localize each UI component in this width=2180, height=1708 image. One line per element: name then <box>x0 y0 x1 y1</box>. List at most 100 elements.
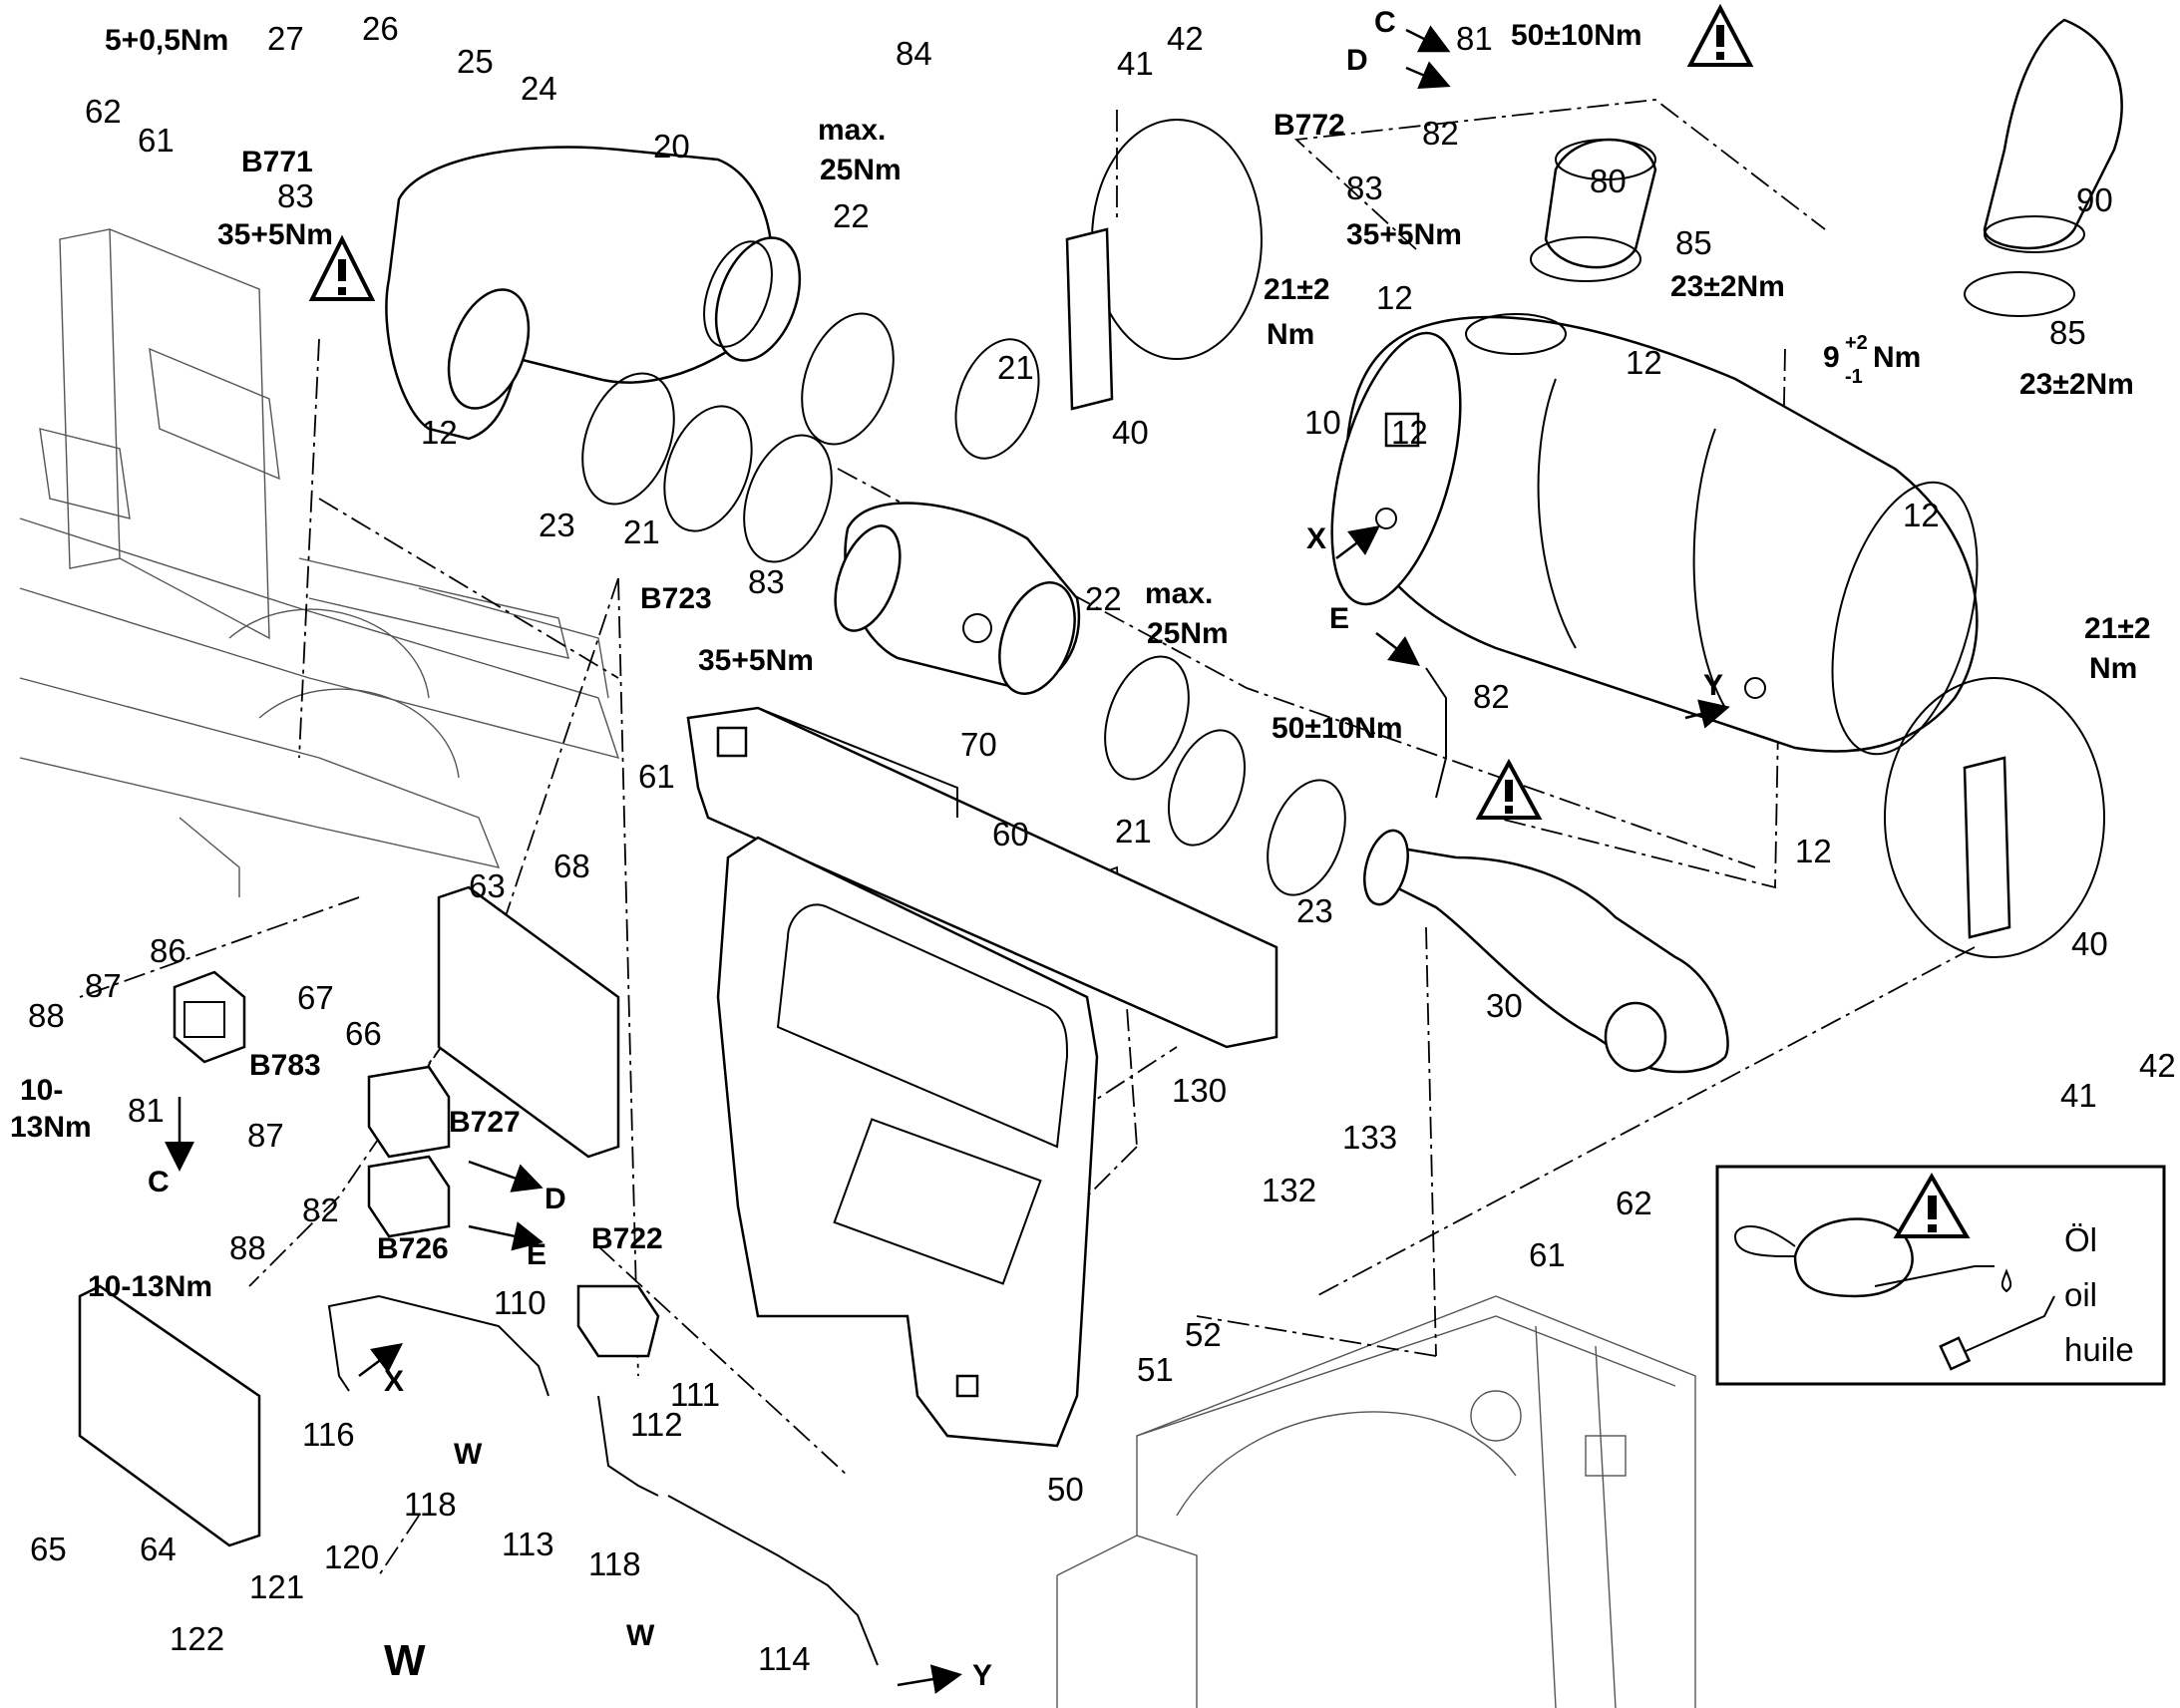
direction-arrows <box>165 25 1730 1694</box>
callout-label: 110 <box>494 1284 546 1321</box>
callout-label: 21 <box>623 513 660 550</box>
callout-label: 12 <box>1391 414 1428 451</box>
callout-label: 12 <box>1903 497 1940 533</box>
warning-triangle-icon <box>1475 758 1543 820</box>
callout-label: 130 <box>1172 1072 1227 1109</box>
callout-label: B771 <box>241 146 313 178</box>
callout-label: 20 <box>653 128 690 165</box>
callout-label: 10- <box>20 1074 63 1107</box>
callout-label: B783 <box>249 1049 321 1082</box>
callout-label: 42 <box>2139 1047 2176 1084</box>
callout-label: 12 <box>1376 279 1413 316</box>
callout-label: 133 <box>1342 1119 1397 1156</box>
callout-label: 82 <box>1422 115 1459 152</box>
inlet-pipe-20[interactable] <box>385 146 815 441</box>
callout-label: 12 <box>1626 344 1662 381</box>
callout-label: 112 <box>630 1406 683 1443</box>
callout-label: 22 <box>833 197 870 234</box>
callout-label: B723 <box>640 582 712 615</box>
callout-label: 118 <box>588 1545 641 1582</box>
callout-label: W <box>626 1619 655 1652</box>
callout-label: 81 <box>1456 20 1493 57</box>
callout-label: D <box>1346 44 1368 77</box>
plate-64[interactable] <box>78 1284 261 1547</box>
callout-label: 35+5Nm <box>1346 218 1462 251</box>
callout-label: huile <box>2064 1331 2134 1368</box>
tail-pipe-90[interactable] <box>1983 18 2123 253</box>
callout-label: Y <box>972 1659 992 1692</box>
sensor-tube-80[interactable] <box>1544 138 1657 269</box>
callout-label: 113 <box>502 1526 554 1562</box>
callout-label: 41 <box>2060 1077 2097 1114</box>
module-b783[interactable] <box>173 970 246 1064</box>
callout-label: 85 <box>1675 224 1712 261</box>
callout-label: 9 <box>1823 341 1840 374</box>
callout-label: 26 <box>362 10 399 47</box>
callout-label: 80 <box>1590 163 1627 199</box>
rear-frame <box>1056 1295 1696 1708</box>
callout-label: 61 <box>638 758 675 795</box>
sensors-b727-b726[interactable] <box>367 1065 451 1238</box>
callout-label: E <box>1329 602 1349 635</box>
callout-label: 83 <box>1346 170 1383 206</box>
callout-label: 88 <box>229 1229 266 1266</box>
mounting-plate-50[interactable] <box>716 836 1099 1448</box>
muffler-10[interactable] <box>1307 315 2003 770</box>
callout-label: +2 <box>1845 332 1868 354</box>
callout-label: 13Nm <box>10 1111 92 1144</box>
callout-label: D <box>545 1183 566 1215</box>
callout-label: 82 <box>302 1192 339 1228</box>
sensor-b722[interactable] <box>576 1284 660 1358</box>
callout-label: 116 <box>302 1416 355 1453</box>
callout-label: 114 <box>758 1640 811 1677</box>
callout-label: 85 <box>2049 314 2086 351</box>
callout-label: B726 <box>377 1232 449 1265</box>
callout-label: 35+5Nm <box>698 644 814 677</box>
callout-label: 86 <box>150 932 186 969</box>
callout-label: C <box>1374 6 1396 39</box>
callout-label: 62 <box>1616 1185 1652 1221</box>
callout-label: 41 <box>1117 45 1154 82</box>
callout-label: 25Nm <box>820 154 902 186</box>
brackets-40[interactable] <box>1065 227 2011 939</box>
callout-label: 83 <box>277 177 314 214</box>
callout-label: X <box>1306 522 1326 555</box>
callout-label: 21 <box>1115 813 1152 850</box>
callout-label: Nm <box>2089 652 2137 685</box>
callout-label: 51 <box>1137 1351 1174 1388</box>
callout-label: 120 <box>324 1538 379 1575</box>
warning-triangle-icon <box>308 234 376 301</box>
particle-filter-70[interactable] <box>823 502 1089 705</box>
callout-label: Y <box>1703 669 1723 702</box>
callout-label: 50±10Nm <box>1272 712 1403 745</box>
callout-label: B722 <box>591 1222 663 1255</box>
callout-label: 50 <box>1047 1471 1084 1508</box>
callout-label: Nm <box>1873 341 1921 374</box>
callout-label: Nm <box>1267 318 1314 351</box>
bracket-60[interactable] <box>686 706 1278 1049</box>
callout-label: 118 <box>404 1486 457 1523</box>
callout-label: 88 <box>28 997 65 1034</box>
callout-label: 52 <box>1185 1316 1222 1353</box>
callout-label: max. <box>1145 577 1213 610</box>
plate-63[interactable] <box>437 885 620 1159</box>
callout-label: 68 <box>553 848 590 884</box>
callout-label: 67 <box>297 979 334 1016</box>
callout-label: oil <box>2064 1276 2097 1313</box>
pipes <box>327 667 1447 1666</box>
callout-label: 50±10Nm <box>1511 19 1642 52</box>
clamps <box>581 119 2105 958</box>
callout-label: 24 <box>521 70 557 107</box>
callout-label: 35+5Nm <box>217 218 333 251</box>
callout-label: 21±2 <box>1264 273 1330 306</box>
callout-label: W <box>384 1636 426 1685</box>
callout-label: Öl <box>2064 1221 2097 1258</box>
callout-label: C <box>148 1166 170 1198</box>
callout-label: 82 <box>1473 678 1510 715</box>
callout-label: 27 <box>267 20 304 57</box>
callout-label: 25Nm <box>1147 617 1229 650</box>
outlet-pipe-30[interactable] <box>1357 826 1729 1074</box>
callout-label: 87 <box>85 967 122 1004</box>
callout-label: 30 <box>1486 987 1523 1024</box>
callout-label: 66 <box>345 1015 382 1052</box>
